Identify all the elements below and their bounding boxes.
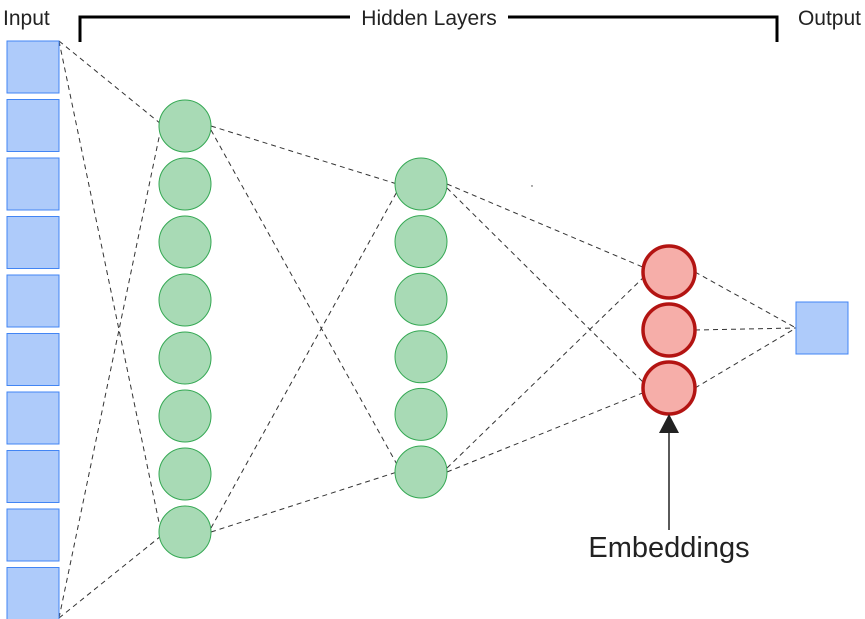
hidden-layer-2-node: [394, 272, 448, 326]
connection-line: [210, 187, 400, 529]
hidden-layer-2: [394, 157, 448, 499]
arrow-head: [659, 414, 679, 433]
embedding-node: [641, 360, 697, 416]
hidden-layer-1-node: [158, 157, 212, 211]
connection-line: [446, 183, 646, 269]
connection-line: [210, 471, 398, 533]
output-label: Output: [798, 7, 861, 30]
connection-line: [446, 391, 646, 473]
embeddings-arrow: [659, 414, 679, 530]
connection-line: [446, 187, 648, 387]
input-node: [6, 508, 60, 562]
input-node: [6, 99, 60, 152]
embedding-node: [641, 244, 697, 300]
bracket-left-segment: [78, 15, 350, 42]
hidden-layers-label: Hidden Layers: [361, 7, 496, 30]
output-layer: [795, 301, 849, 355]
connection-line: [58, 40, 162, 533]
input-node: [6, 333, 60, 386]
hidden-layer-1: [158, 99, 212, 559]
hidden-layer-2-node: [394, 215, 448, 269]
input-node: [6, 157, 60, 211]
input-label: Input: [3, 7, 50, 30]
embeddings-label: Embeddings: [588, 532, 749, 564]
output-node: [795, 301, 849, 355]
hidden-layer-2-node: [394, 157, 448, 211]
embedding-layer: [641, 244, 697, 416]
input-node: [6, 391, 60, 445]
hidden-layer-1-node: [158, 331, 212, 385]
connection-line: [446, 273, 648, 469]
input-node: [6, 216, 60, 269]
connection-line: [58, 535, 162, 619]
input-node: [6, 450, 60, 503]
hidden-layer-1-node: [158, 273, 212, 327]
connection-line: [694, 327, 797, 389]
hidden-layer-1-node: [158, 447, 212, 501]
input-node: [6, 567, 60, 619]
connection-lines: [58, 40, 797, 619]
connection-line: [58, 40, 162, 125]
input-node: [6, 40, 60, 94]
hidden-layer-1-node: [158, 215, 212, 269]
connection-line: [694, 271, 797, 329]
hidden-layer-1-node: [158, 99, 212, 153]
connection-line: [210, 125, 398, 185]
hidden-layers-bracket: [78, 15, 779, 42]
hidden-layer-1-node: [158, 389, 212, 443]
connection-line: [210, 129, 400, 469]
embedding-node: [641, 302, 697, 358]
bracket-right-segment: [508, 15, 779, 42]
hidden-layer-2-node: [394, 387, 448, 441]
stray-dot: [531, 185, 533, 187]
hidden-layer-2-node: [394, 445, 448, 499]
hidden-layer-1-node: [158, 505, 212, 559]
hidden-layer-2-node: [394, 330, 448, 384]
connection-line: [694, 327, 797, 331]
input-node: [6, 274, 60, 328]
connection-line: [58, 127, 162, 619]
input-layer: [6, 40, 60, 619]
